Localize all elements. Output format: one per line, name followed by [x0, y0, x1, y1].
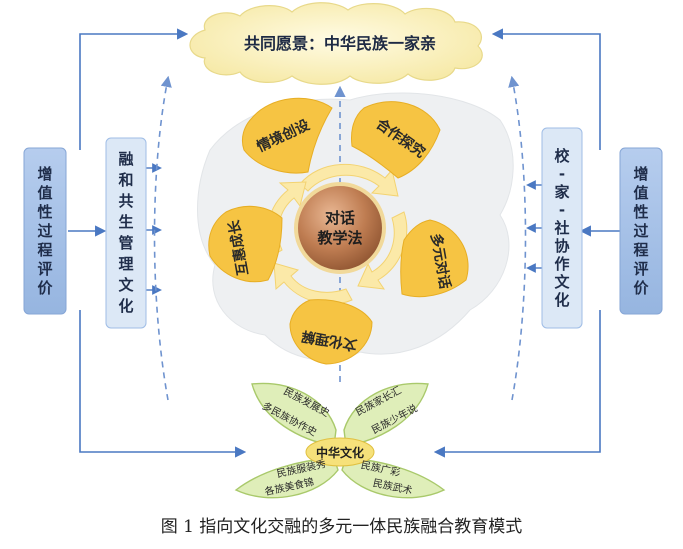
panel-char: 评: [37, 259, 53, 278]
panel-char: 价: [633, 278, 649, 297]
left-outer-panel: [23, 147, 67, 315]
panel-char: 化: [118, 297, 134, 315]
leaf-bottom-left: [234, 457, 339, 499]
left-outer-label: 增值性过程评价: [24, 148, 66, 314]
panel-char: 性: [633, 202, 649, 221]
left-inner-panel: [105, 137, 147, 329]
right-inner-panel: [541, 127, 583, 329]
figure-caption: 图 1 指向文化交融的多元一体民族融合教育模式: [160, 517, 523, 537]
panel-char: 性: [37, 202, 53, 221]
panel-char: 理: [118, 255, 134, 273]
culture-leaves: [234, 382, 446, 499]
panel-char: 增: [633, 164, 649, 183]
panel-char: 增: [37, 164, 53, 183]
panel-char: 值: [633, 183, 649, 202]
panel-char: 家: [554, 182, 570, 201]
panel-char: -: [558, 200, 566, 219]
right-outer-label: 增值性过程评价: [620, 148, 662, 314]
panel-char: 和: [118, 171, 134, 189]
right-outer-panel: [619, 147, 663, 315]
panel-char: 社: [554, 218, 570, 237]
leaf-bottom-right: [341, 457, 446, 499]
panel-char: 化: [554, 290, 570, 309]
petal-growth: [208, 205, 283, 283]
center-label-line2: 教学法: [316, 229, 362, 247]
panel-char: 价: [37, 278, 53, 297]
petal-situation: [241, 97, 333, 174]
panel-char: 校: [554, 146, 570, 165]
left-inner-arrows: [146, 163, 162, 295]
center-label-line1: 对话: [325, 209, 355, 227]
panel-char: 评: [633, 259, 649, 278]
leaf-center: [305, 437, 375, 467]
panel-char: 管: [118, 234, 134, 252]
panel-char: -: [558, 164, 566, 183]
panel-char: 文: [118, 276, 134, 294]
center-circle: [294, 182, 386, 274]
panel-char: 生: [118, 213, 134, 231]
panel-char: 程: [37, 240, 53, 259]
panel-char: 融: [118, 150, 134, 168]
vision-cloud: [189, 2, 483, 85]
left-inner-label: 融和共生管理文化: [106, 138, 146, 328]
panel-char: 共: [118, 192, 134, 210]
petal-understanding: [289, 299, 373, 365]
vision-title: 共同愿景：中华民族一家亲: [244, 34, 436, 53]
panel-char: 过: [37, 221, 53, 240]
panel-char: 程: [633, 240, 649, 259]
panel-char: 作: [554, 254, 570, 273]
petal-dialogue: [400, 219, 469, 298]
panel-char: 值: [37, 183, 53, 202]
panel-char: 文: [554, 272, 570, 291]
right-inner-label: 校-家-社协作文化: [542, 128, 582, 328]
leaf-top-left: [251, 382, 337, 447]
leaf-center-label: 中华文化: [316, 445, 364, 460]
petal-cooperation: [351, 101, 441, 179]
panel-char: 过: [633, 221, 649, 240]
leaf-top-right: [343, 382, 429, 447]
panel-char: 协: [554, 236, 570, 255]
right-connector: [433, 28, 620, 458]
petals: [208, 97, 469, 365]
left-connector: [68, 28, 247, 458]
right-inner-arrows: [526, 180, 542, 273]
